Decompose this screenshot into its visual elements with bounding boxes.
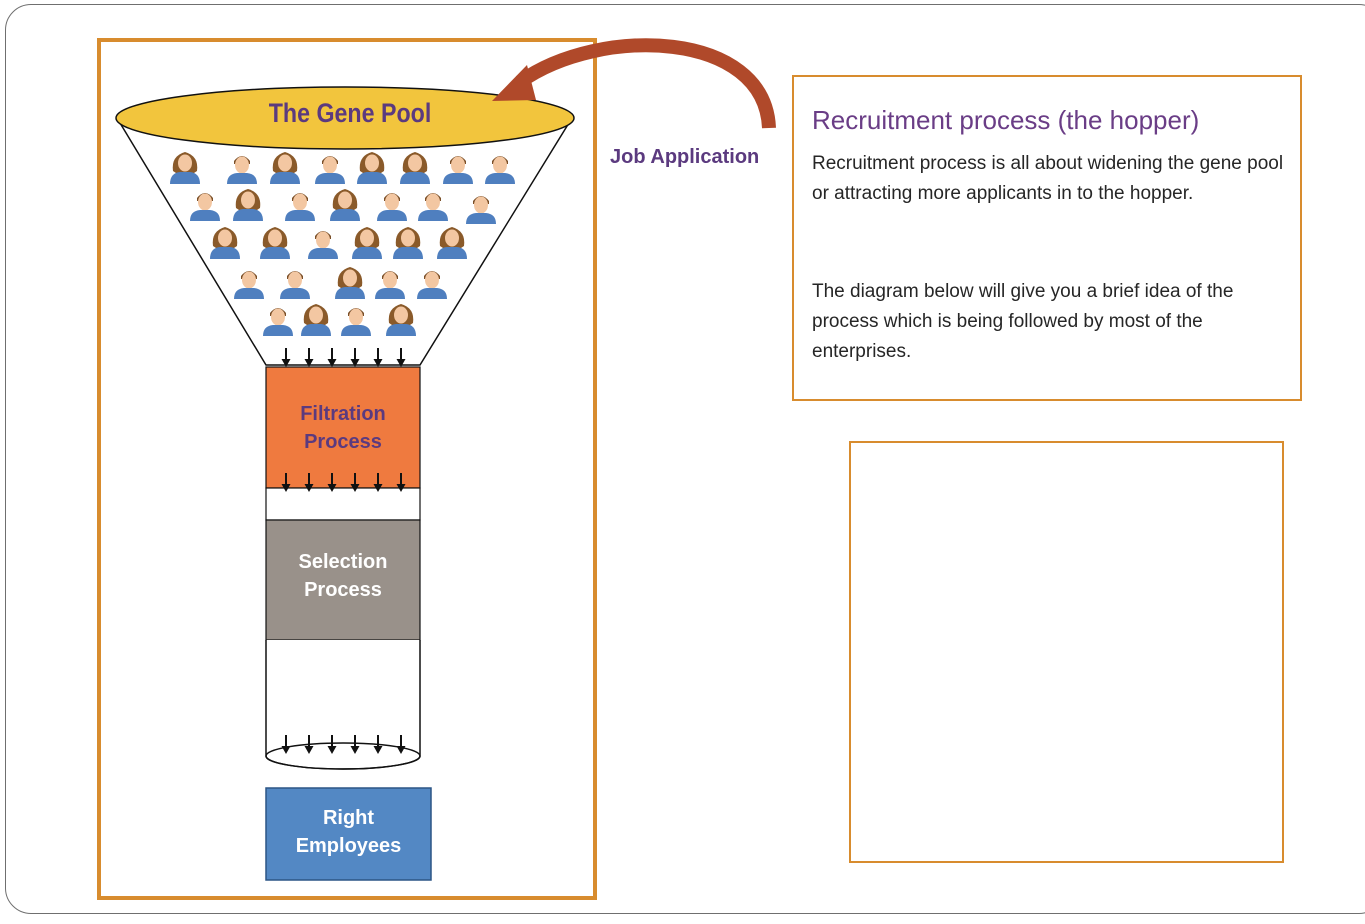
curved-arrow-icon [515,38,776,129]
filtration-gap [265,487,421,521]
outer-frame [5,4,1365,914]
result-label-line1: Right [322,807,375,829]
selection-box [265,519,421,641]
right-employees-box [265,787,432,881]
gene-pool-title: The Gene Pool [268,98,432,128]
recruitment-info-box: Recruitment process (the hopper) Recruit… [792,75,1302,401]
right-employees-label: Right Employees [266,804,431,860]
funnel-illustration-frame [849,441,1284,863]
selection-label-line1: Selection [298,551,388,573]
job-application-label: Job Application [610,146,760,168]
info-title: Recruitment process (the hopper) [812,105,1200,135]
filtration-label-line1: Filtration [300,403,386,425]
selection-label-line2: Process [304,579,382,601]
selection-process-label: Selection Process [266,548,420,604]
filtration-process-label: Filtration Process [266,400,420,456]
recruitment-funnel-panel [97,38,597,900]
info-paragraph-1: Recruitment process is all about widenin… [812,153,1284,204]
filtration-box [265,366,421,489]
filtration-label-line2: Process [304,431,382,453]
gene-pool-ellipse [115,86,575,150]
output-cylinder [265,640,421,770]
info-paragraph-2: The diagram below will give you a brief … [812,281,1234,362]
result-label-line2: Employees [295,835,402,857]
